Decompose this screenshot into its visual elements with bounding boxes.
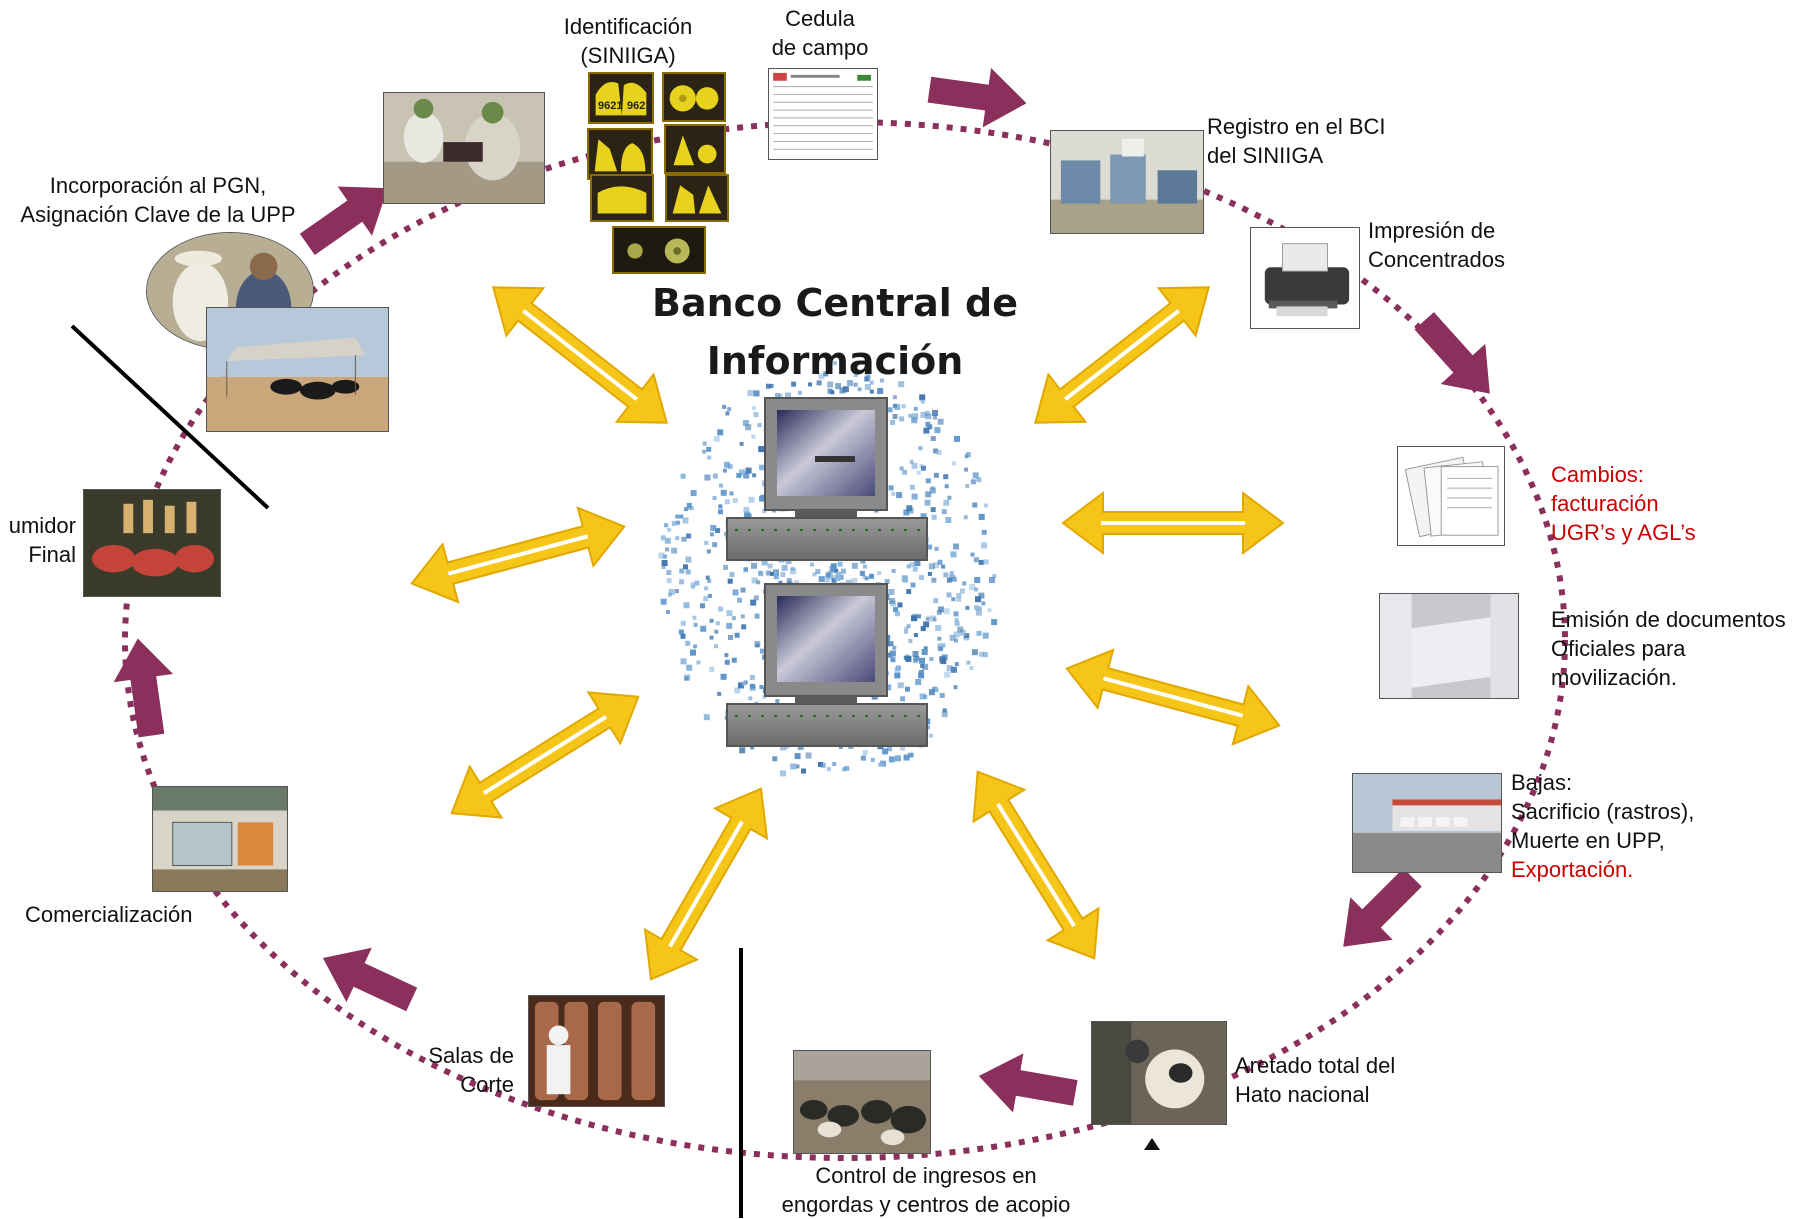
label-consumidor: umidor Final — [8, 513, 76, 567]
page-title: Banco Central de Información — [640, 274, 1030, 390]
tag-number-2: 9621 — [627, 100, 652, 112]
document-signing-photo — [1379, 593, 1519, 699]
flow-arrow-left — [108, 634, 182, 740]
title-line-2: Información — [706, 339, 964, 383]
slaughterhouse-photo — [1352, 773, 1502, 873]
label-comercializacion: Comercialización — [25, 902, 193, 927]
double-arrow-bottom-right — [950, 753, 1122, 977]
meat-products-photo — [83, 489, 221, 597]
ear-tag-yellow-1: 9621 9621 — [588, 72, 654, 124]
label-salas: Salas de Corte — [428, 1043, 514, 1097]
cycle-path — [122, 119, 1568, 1161]
pointer-icon — [1144, 1138, 1160, 1150]
workers-tagging-photo — [383, 92, 545, 204]
tag-number-1: 9621 — [598, 100, 623, 112]
corral-photo — [206, 307, 389, 432]
ear-tag-yellow-round — [662, 72, 726, 122]
cedula-document — [768, 68, 878, 160]
double-arrow-upper-right — [1014, 261, 1230, 449]
label-bajas: Bajas: Sacrificio (rastros), Muerte en U… — [1511, 770, 1695, 882]
double-arrow-lower-left — [433, 669, 657, 841]
label-incorporacion: Incorporación al PGN, Asignación Clave d… — [20, 173, 296, 227]
label-impresion: Impresión de Concentrados — [1368, 218, 1505, 272]
ear-tag-button — [612, 226, 706, 274]
flow-arrow-bottom-right — [973, 1046, 1081, 1123]
cutting-room-photo — [528, 995, 665, 1107]
invoices-image — [1397, 446, 1505, 546]
ear-tag-yellow-2 — [587, 128, 653, 180]
title-line-1: Banco Central de — [651, 281, 1018, 325]
label-emision: Emisión de documentos Oficiales para mov… — [1551, 607, 1786, 690]
divider-line-left — [70, 324, 270, 510]
double-arrow-bottom-left — [623, 771, 789, 997]
label-aretado: Aretado total del Hato nacional — [1235, 1053, 1396, 1107]
double-arrow-right-upper — [1061, 491, 1285, 555]
flow-arrow-upper-right — [1401, 300, 1513, 414]
office-photo — [1050, 130, 1204, 234]
double-arrow-left — [401, 495, 635, 615]
label-cambios: Cambios: facturación UGR’s y AGL’s — [1551, 462, 1696, 545]
label-identificacion: Identificación (SINIIGA) — [563, 14, 693, 68]
retail-counter-photo — [152, 786, 288, 892]
feedlot-photo — [793, 1050, 931, 1154]
ear-tag-yellow-3 — [664, 124, 726, 174]
flow-arrow-top — [925, 59, 1031, 133]
printer-icon — [1250, 227, 1360, 329]
ear-tag-yellow-4 — [590, 174, 654, 222]
ear-tag-yellow-5 — [665, 174, 729, 222]
cattle-tagging-photo — [1091, 1021, 1227, 1125]
label-cedula: Cedula de campo — [771, 6, 869, 60]
flow-arrow-bottom-left — [310, 930, 425, 1027]
double-arrow-right-lower — [1056, 637, 1290, 757]
label-registro: Registro en el BCI del SINIIGA — [1207, 114, 1386, 168]
label-control: Control de ingresos en engordas y centro… — [781, 1163, 1071, 1217]
computer-icon — [658, 361, 998, 777]
